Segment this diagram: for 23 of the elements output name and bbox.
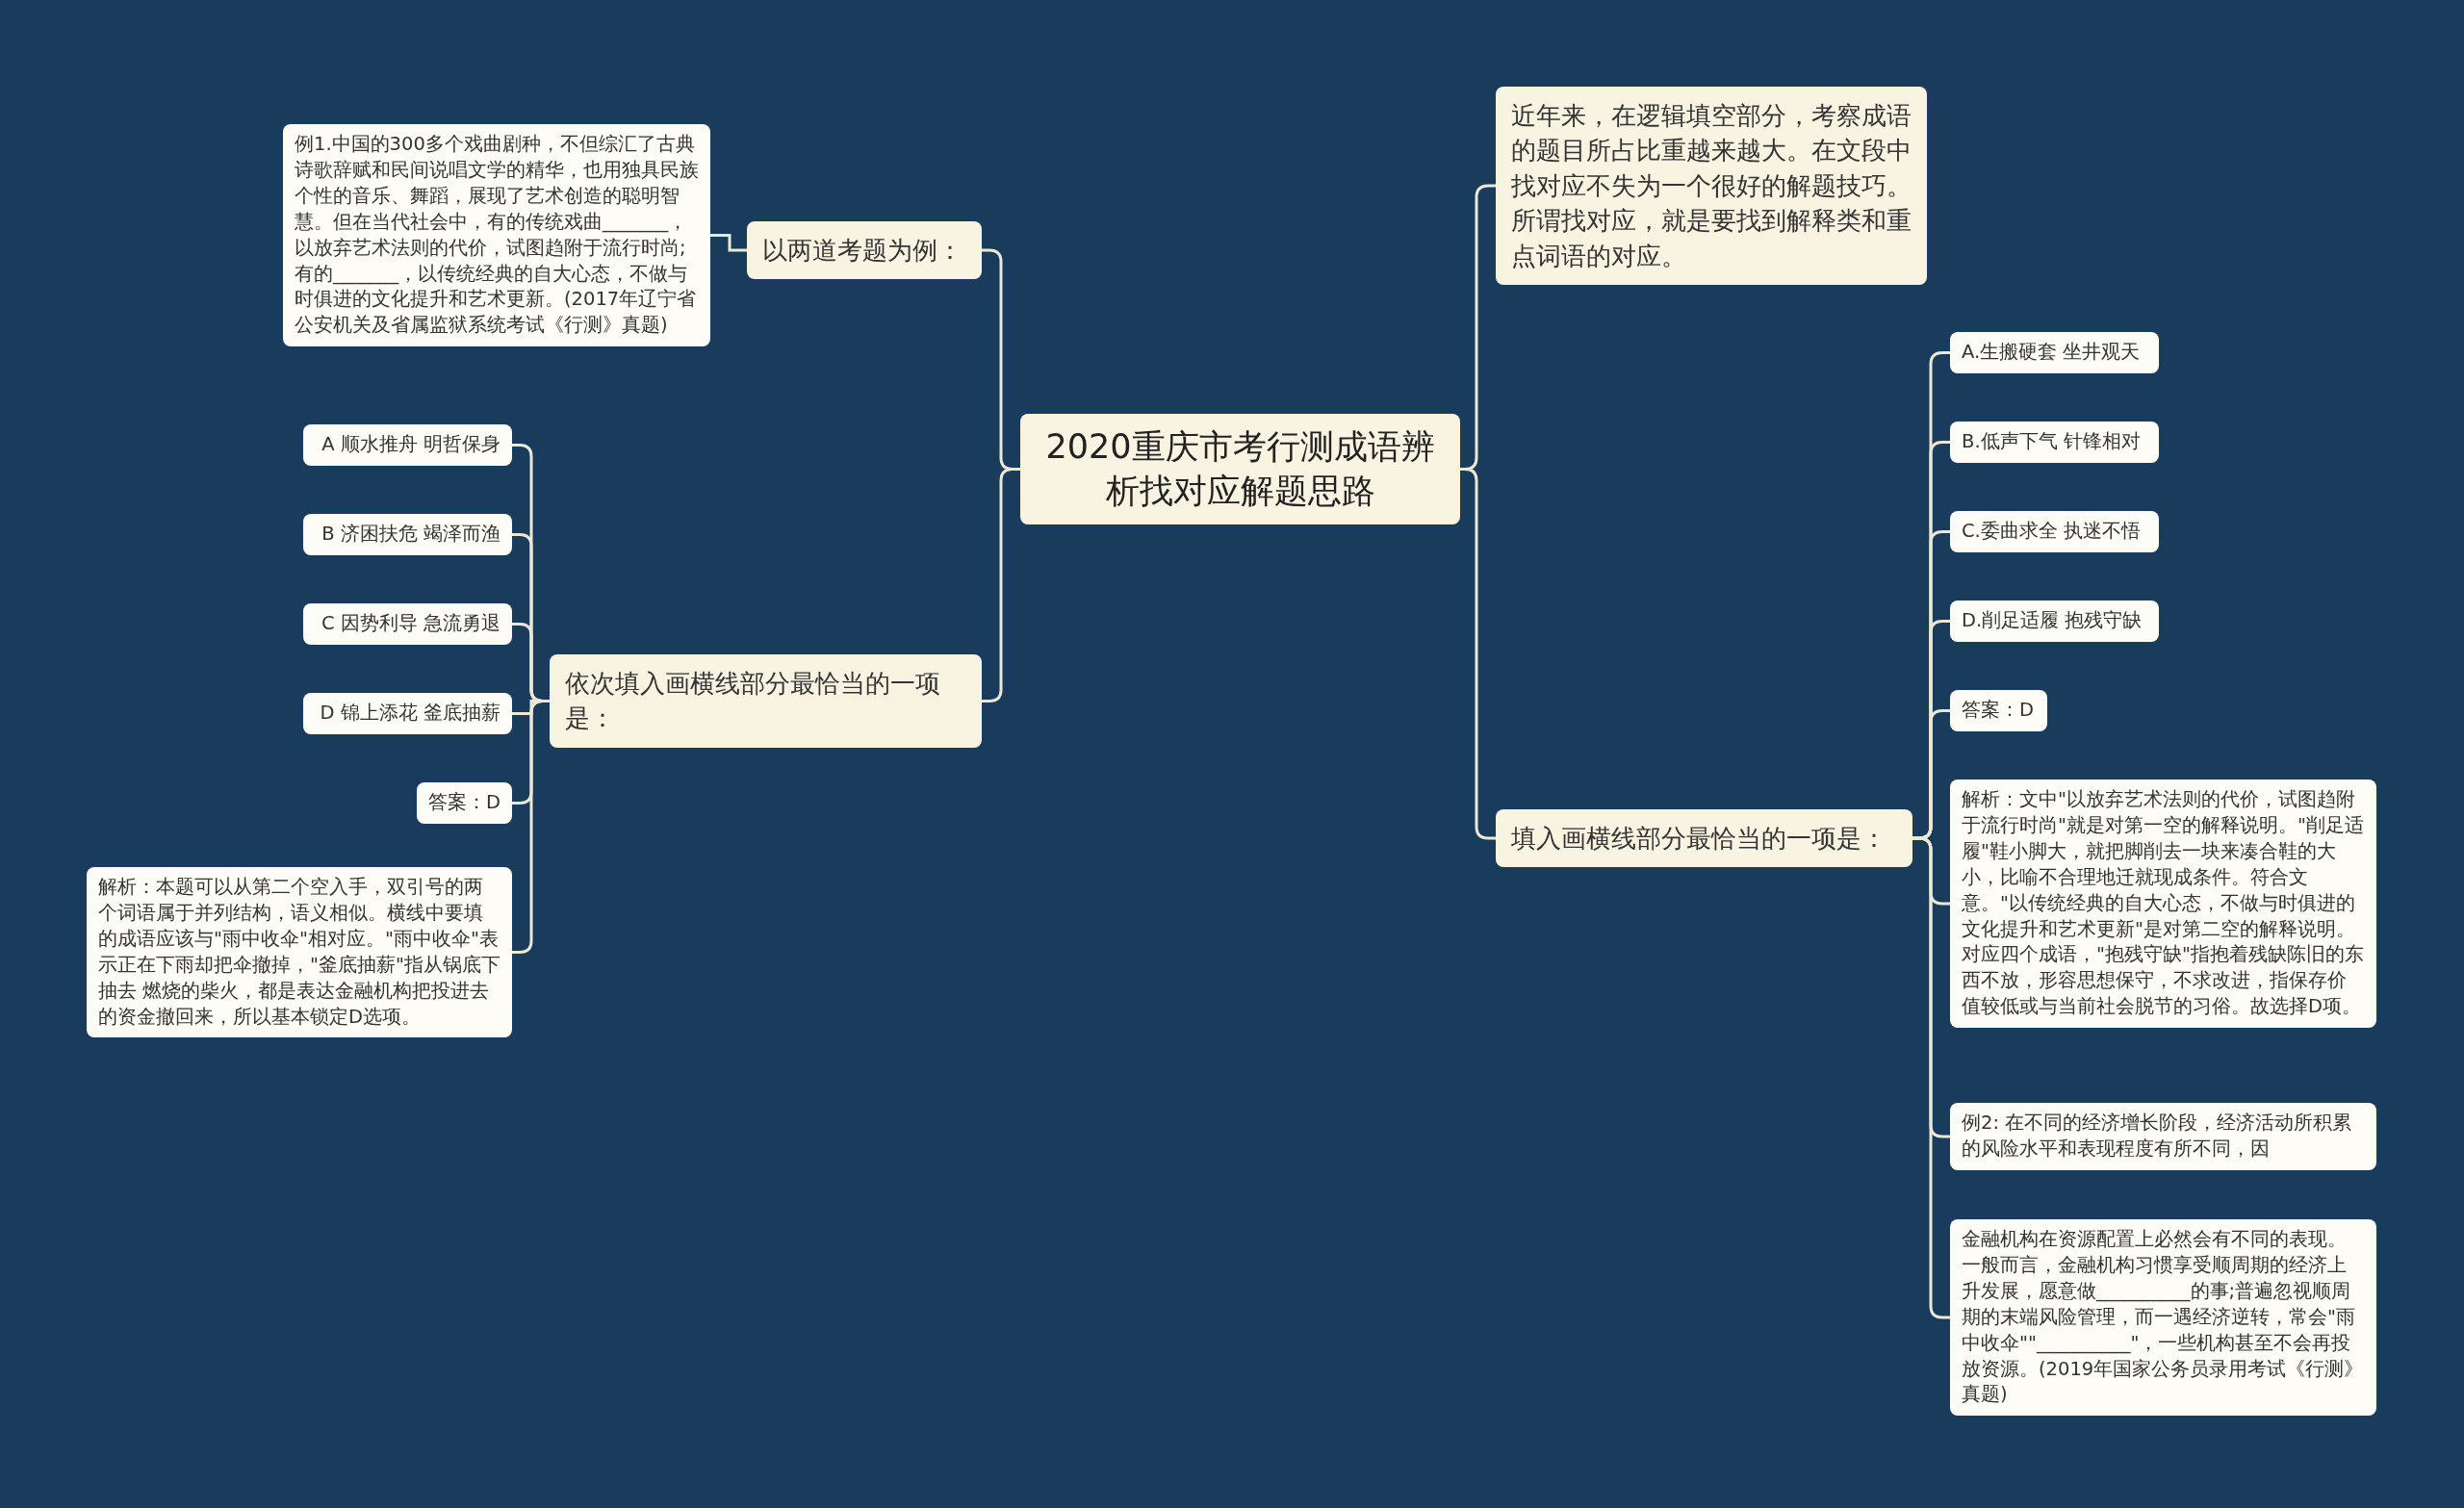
subtopic-box: 例2: 在不同的经济增长阶段，经济活动所积累的风险水平和表现程度有所不同，因 <box>1950 1103 2376 1170</box>
central-topic: 2020重庆市考行测成语辨析找对应解题思路 <box>1020 414 1460 524</box>
subtopic-box: 例1.中国的300多个戏曲剧种，不但综汇了古典诗歌辞赋和民间说唱文学的精华，也用独具民族个性的音乐、舞蹈，展现了艺术创造的聪明智慧。但在当代社会中，有的传统戏曲_______，以放弃艺术法则的代价，试图趋附于流行时尚;有的_______，以传统经典的自大心态，不做与时俱进的文化提升和艺术更新。(2017年辽宁省公安机关及省属监狱系统考试《行测》真题) <box>283 124 710 347</box>
subtopic-box: C 因势利导 急流勇退 <box>303 603 512 645</box>
connector-line <box>512 700 550 954</box>
connector-line <box>982 468 1020 703</box>
subtopic-box: 答案：D <box>1950 690 2047 731</box>
topic-box: 近年来，在逻辑填空部分，考察成语的题目所占比重越来越大。在文段中找对应不失为一个很好的解题技巧。所谓找对应，就是要找到解释类和重点词语的对应。 <box>1496 87 1927 285</box>
subtopic-box: C.委曲求全 执迷不悟 <box>1950 511 2159 552</box>
topic-box: 以两道考题为例： <box>747 221 982 280</box>
subtopic-box: 解析：文中"以放弃艺术法则的代价，试图趋附于流行时尚"就是对第一空的解释说明。"削足适履"鞋小脚大，就把脚削去一块来凑合鞋的大小，比喻不合理地迁就现成条件。符合文意。"以传统经典的自大心态，不做与时俱进的文化提升和艺术更新"是对第二空的解释说明。对应四个成语，"抱残守缺"指抱着残缺陈旧的东西不放，形容思想保守，不求改进，指保存价值较低或与当前社会脱节的习俗。故选择D项。 <box>1950 780 2376 1029</box>
subtopic-box: 金融机构在资源配置上必然会有不同的表现。一般而言，金融机构习惯享受顺周期的经济上升发展，愿意做__________的事;普遍忽视顺周期的末端风险管理，而一遇经济逆转，常会"雨中收伞""__________"，一些机构甚至不会再投放资源。(2019年国家公务员录用考试《行测》真题) <box>1950 1219 2376 1417</box>
subtopic-box: D 锦上添花 釜底抽薪 <box>303 693 512 734</box>
subtopic-box: D.削足适履 抱残守缺 <box>1950 601 2159 642</box>
subtopic-box: B.低声下气 针锋相对 <box>1950 422 2159 463</box>
subtopic-box: B 济困扶危 竭泽而渔 <box>303 514 512 555</box>
connector-line <box>710 234 747 252</box>
subtopic-box: 解析：本题可以从第二个空入手，双引号的两个词语属于并列结构，语义相似。横线中要填的成语应该与"雨中收伞"相对应。"雨中收伞"表示正在下雨却把伞撤掉，"釜底抽薪"指从锅底下抽去 燃烧的柴火，都是表达金融机构把投进去的资金撤回来，所以基本锁定D选项。 <box>87 867 512 1038</box>
subtopic-box: A.生搬硬套 坐井观天 <box>1950 332 2159 373</box>
topic-box: 依次填入画横线部分最恰当的一项是： <box>550 654 982 748</box>
subtopic-box: A 顺水推舟 明哲保身 <box>303 424 512 466</box>
topic-box: 填入画横线部分最恰当的一项是： <box>1496 809 1912 868</box>
subtopic-box: 答案：D <box>417 782 512 824</box>
